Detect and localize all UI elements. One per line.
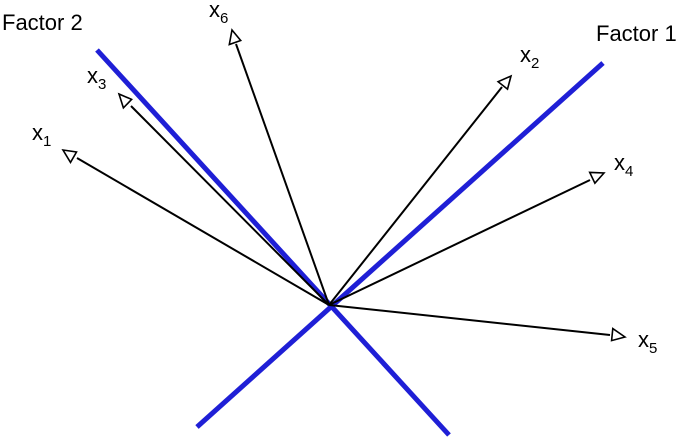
factor-axes <box>95 48 605 437</box>
vector-x3 <box>117 92 330 306</box>
vector-x4-arrowhead-icon <box>588 171 606 185</box>
vector-x6 <box>228 28 330 306</box>
variable-vectors <box>61 28 627 342</box>
factor-1-axis <box>195 61 605 429</box>
factor-1-label: Factor 1 <box>596 21 677 46</box>
label-x1: x1 <box>32 120 51 150</box>
vector-x6-shaft <box>235 43 330 306</box>
factor-2-axis <box>95 48 451 437</box>
vector-x1-shaft <box>76 157 330 306</box>
vector-x3-arrowhead-icon <box>117 92 133 110</box>
vector-x5-arrowhead-icon <box>610 327 627 342</box>
label-x2: x2 <box>520 42 539 72</box>
label-x4: x4 <box>614 150 633 180</box>
label-x6: x6 <box>209 0 228 27</box>
vector-x5 <box>328 304 627 342</box>
vector-x2 <box>328 74 513 306</box>
variable-labels: x1 x2 x3 x4 x5 x6 <box>32 0 657 357</box>
vector-x4 <box>328 171 606 306</box>
label-x3: x3 <box>87 63 106 93</box>
vector-x5-shaft <box>328 304 611 336</box>
vector-x1-arrowhead-icon <box>61 148 78 164</box>
vector-x2-shaft <box>328 86 503 306</box>
vector-x2-arrowhead-icon <box>496 74 513 91</box>
vector-x1 <box>61 148 330 306</box>
label-x5: x5 <box>638 327 657 357</box>
vector-x3-shaft <box>130 105 330 306</box>
factor-2-label: Factor 2 <box>2 10 83 35</box>
vector-x6-arrowhead-icon <box>228 28 243 46</box>
factor-labels: Factor 2 Factor 1 <box>2 10 677 46</box>
vector-x4-shaft <box>328 179 591 306</box>
